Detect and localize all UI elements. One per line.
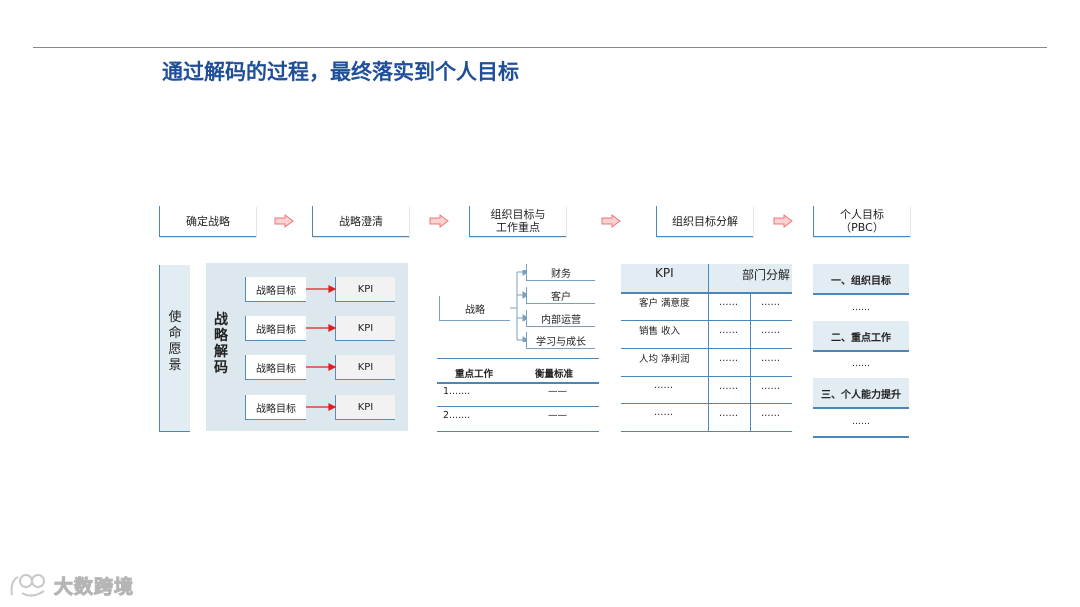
kpi-row-label: …… — [654, 380, 673, 391]
step-strategy-clarify: 战略澄清 — [312, 206, 409, 237]
step-label: 战略澄清 — [339, 214, 383, 228]
measure-cell: —— — [548, 386, 567, 397]
strategic-goal-box: 战略目标 — [245, 355, 306, 380]
tree-connector — [510, 270, 529, 342]
strategic-goal-box: 战略目标 — [245, 316, 306, 341]
kpi-box: KPI — [335, 395, 395, 420]
mission-vision-box: 使 命 愿 景 — [159, 265, 190, 432]
strategy-box: 战略 — [439, 296, 510, 321]
kpi-row-label: …… — [654, 407, 673, 418]
kpi-cell: …… — [761, 325, 780, 336]
perspective-finance: 财务 — [526, 264, 595, 281]
kpi-cell: …… — [761, 381, 780, 392]
kpi-box: KPI — [335, 355, 395, 380]
pbc-section-content: …… — [852, 303, 870, 313]
mission-vision-label: 使 命 愿 景 — [168, 310, 182, 373]
step-label: 确定战略 — [186, 214, 230, 228]
red-arrow-head-icon — [328, 403, 337, 411]
kpi-header: KPI — [655, 266, 674, 280]
kpi-cell: …… — [761, 297, 780, 308]
kpi-cell: …… — [761, 408, 780, 419]
key-work-cell: 2....... — [443, 410, 471, 421]
kpi-box: KPI — [335, 316, 395, 341]
perspective-customer: 客户 — [526, 287, 595, 304]
strategic-goal-box: 战略目标 — [245, 395, 306, 420]
decode-arrows — [306, 285, 337, 411]
strategy-decoding-label: 战 略 解 码 — [214, 312, 228, 376]
step-org-goals: 组织目标与 工作重点 — [469, 206, 566, 237]
kpi-cell: …… — [719, 381, 738, 392]
pbc-section-content: …… — [852, 359, 870, 369]
kpi-cell: …… — [719, 297, 738, 308]
step-label: 组织目标分解 — [672, 214, 738, 228]
kpi-cell: …… — [719, 325, 738, 336]
kpi-row-label: 人均 净利润 — [639, 354, 690, 365]
page-title: 通过解码的过程，最终落实到个人目标 — [162, 60, 519, 84]
step-goal-decomposition: 组织目标分解 — [656, 206, 753, 237]
measure-header: 衡量标准 — [535, 369, 574, 380]
key-work-header: 重点工作 — [455, 369, 494, 380]
step-personal-goals: 个人目标 （PBC） — [813, 206, 910, 237]
kpi-row-label: 销售 收入 — [639, 326, 681, 337]
pbc-section-content: …… — [852, 417, 870, 427]
perspective-learning: 学习与成长 — [526, 332, 595, 349]
top-divider — [33, 47, 1047, 48]
red-arrow-head-icon — [328, 363, 337, 371]
pbc-section-header: 二、重点工作 — [813, 321, 909, 351]
step-arrow-icon — [429, 214, 449, 228]
kpi-cell: …… — [761, 353, 780, 364]
kpi-row-label: 客户 满意度 — [639, 298, 690, 309]
step-label: 组织目标与 工作重点 — [490, 208, 546, 234]
kpi-cell: …… — [719, 408, 738, 419]
red-arrow-head-icon — [328, 324, 337, 332]
step-arrow-icon — [274, 214, 294, 228]
key-work-cell: 1....... — [443, 386, 471, 397]
dept-breakdown-header: 部门分解 — [742, 268, 791, 282]
pbc-section-header: 三、个人能力提升 — [813, 378, 909, 408]
strategic-goal-box: 战略目标 — [245, 277, 306, 302]
measure-cell: —— — [548, 410, 567, 421]
step-arrow-icon — [601, 214, 621, 228]
watermark-text: 大数跨境 — [53, 576, 135, 599]
kpi-box: KPI — [335, 277, 395, 302]
step-arrow-icon — [773, 214, 793, 228]
watermark-logo-icon — [10, 574, 45, 597]
step-label: 个人目标 （PBC） — [840, 208, 884, 234]
pbc-section-header: 一、组织目标 — [813, 264, 909, 294]
perspective-internal: 内部运营 — [526, 310, 595, 327]
red-arrow-head-icon — [328, 285, 337, 293]
kpi-cell: …… — [719, 353, 738, 364]
step-confirm-strategy: 确定战略 — [159, 206, 256, 237]
